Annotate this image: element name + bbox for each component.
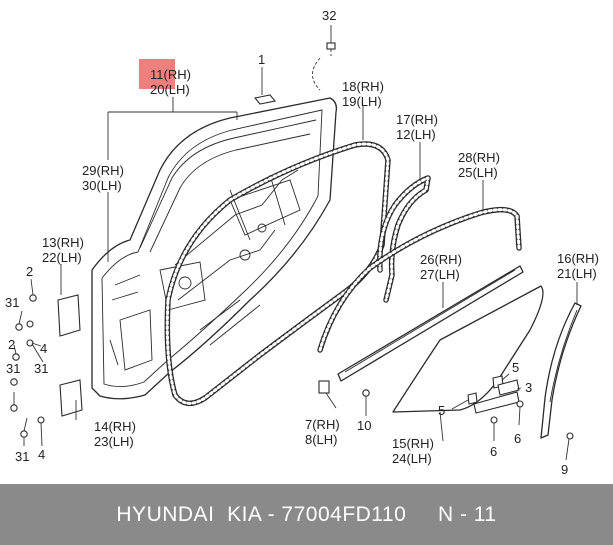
label-24-lh: 24(LH) [392, 451, 432, 466]
footer-text: HYUNDAI KIA - 77004FD110 N - 11 [116, 502, 497, 526]
label-2-top: 2 [26, 264, 33, 279]
label-6-right: 6 [514, 431, 521, 446]
parts-diagram: 32 1 11(RH) 20(LH) 18(RH) 19(LH) 17(RH) … [5, 8, 599, 477]
label-14-rh: 14(RH) [94, 419, 136, 434]
label-1: 1 [258, 52, 265, 67]
label-31-mid: 31 [34, 361, 48, 376]
label-5-right: 5 [512, 360, 519, 375]
leader-lines [13, 25, 578, 461]
highlight-box [139, 59, 175, 89]
opening-seal [377, 175, 431, 303]
label-9: 9 [561, 462, 568, 477]
label-3: 3 [525, 380, 532, 395]
label-6-bottom: 6 [490, 444, 497, 459]
label-32: 32 [322, 8, 336, 23]
label-21-lh: 21(LH) [557, 266, 597, 281]
label-15-rh: 15(RH) [392, 436, 434, 451]
door-panel [91, 97, 338, 400]
label-31-top: 31 [5, 295, 19, 310]
label-5-left: 5 [438, 403, 445, 418]
label-7-rh: 7(RH) [305, 417, 340, 432]
label-8-lh: 8(LH) [305, 432, 338, 447]
label-4-top: 4 [40, 341, 47, 356]
label-18-rh: 18(RH) [342, 79, 384, 94]
label-30-lh: 30(LH) [82, 178, 122, 193]
label-28-rh: 28(RH) [458, 150, 500, 165]
label-4-bottom: 4 [38, 447, 45, 462]
label-22-lh: 22(LH) [42, 250, 82, 265]
hardware [10, 42, 574, 440]
label-31-left: 31 [6, 361, 20, 376]
label-31-bottom: 31 [15, 449, 29, 464]
label-25-lh: 25(LH) [458, 165, 498, 180]
label-19-lh: 19(LH) [342, 94, 382, 109]
part-number-footer: HYUNDAI KIA - 77004FD110 N - 11 [0, 484, 613, 545]
door-glass [392, 285, 544, 413]
label-10: 10 [357, 418, 371, 433]
label-17-rh: 17(RH) [396, 112, 438, 127]
label-13-rh: 13(RH) [42, 235, 84, 250]
rear-sash [540, 302, 582, 439]
label-11-rh: 11(RH) [150, 67, 191, 82]
glass-run-channel [317, 206, 522, 353]
label-2-mid: 2 [8, 337, 15, 352]
label-16-rh: 16(RH) [557, 251, 599, 266]
belt-moulding [337, 265, 524, 382]
label-12-lh: 12(LH) [396, 127, 436, 142]
label-23-lh: 23(LH) [94, 434, 134, 449]
label-27-lh: 27(LH) [420, 267, 460, 282]
label-26-rh: 26(RH) [420, 252, 462, 267]
label-29-rh: 29(RH) [82, 163, 124, 178]
part-labels: 32 1 11(RH) 20(LH) 18(RH) 19(LH) 17(RH) … [5, 8, 599, 477]
label-20-lh: 20(LH) [150, 82, 190, 97]
